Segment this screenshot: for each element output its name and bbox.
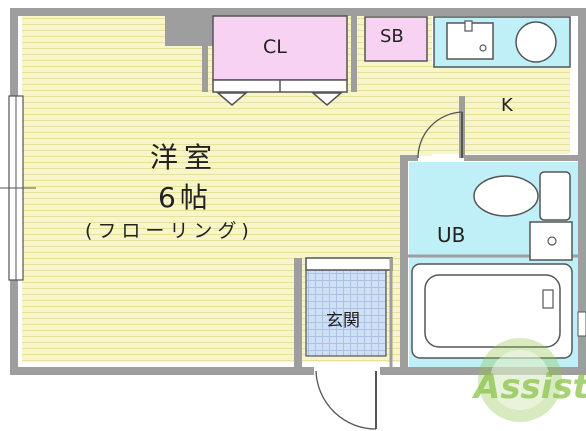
- entrance-label: 玄関: [326, 311, 360, 331]
- entrance-door-swing: [315, 370, 377, 430]
- bath-door-swing: [417, 111, 463, 159]
- assist-logo: Assist: [471, 338, 586, 422]
- stove: [515, 21, 557, 63]
- main-room-floor-type: (フローリング): [85, 220, 254, 242]
- washbasin-drain: [547, 236, 557, 246]
- entrance-step: [305, 257, 393, 271]
- entrance-doorway: [314, 366, 380, 376]
- main-room-label: 洋室: [150, 141, 219, 174]
- closet-area: [212, 15, 348, 81]
- closet-label: CL: [263, 36, 287, 58]
- kitchen-label: K: [501, 95, 513, 116]
- right-wall-mark: [577, 311, 586, 337]
- toilet-bowl: [473, 175, 539, 217]
- logo-text: Assist: [471, 367, 586, 407]
- toilet-tank: [539, 171, 571, 221]
- closet-door-arrow-right: [310, 92, 344, 106]
- faucet: [464, 20, 473, 32]
- entrance-tiles: [305, 269, 387, 357]
- unit-bath-label: UB: [437, 223, 466, 247]
- shoe-box-area: [364, 16, 428, 62]
- bath-faucet: [542, 289, 554, 309]
- bathtub-inner: [424, 274, 561, 348]
- sink-drain: [479, 44, 487, 52]
- main-room-size: 6帖: [158, 181, 212, 214]
- closet-door-arrow-left: [215, 92, 249, 106]
- shoe-box-label: SB: [380, 26, 404, 47]
